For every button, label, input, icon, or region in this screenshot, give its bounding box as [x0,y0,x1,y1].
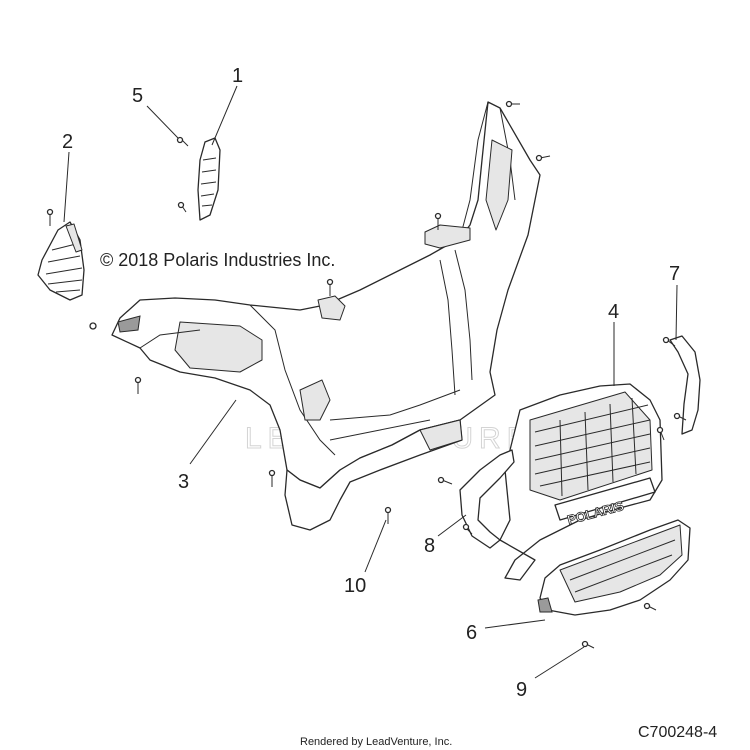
part-3-front-bumper-frame[interactable] [111,101,541,531]
part-2-vent-grille[interactable] [37,221,85,301]
part-6-lower-fascia[interactable] [537,519,691,616]
callout-3: 3 [178,471,189,493]
callout-6: 6 [466,622,477,644]
screw-icon [89,322,97,330]
fasteners [46,100,687,649]
callout-5: 5 [132,85,143,107]
diagram-code: C700248-4 [638,724,717,741]
screw-icon [462,523,473,535]
screw-icon [177,201,187,213]
screw-icon [656,426,665,441]
part-1-side-vent[interactable] [197,137,221,221]
callout-7: 7 [669,263,680,285]
part-7-right-accent-trim[interactable] [669,335,701,435]
screw-icon [581,640,595,649]
screw-icon [662,336,676,347]
callout-1: 1 [232,65,243,87]
callout-2: 2 [62,131,73,153]
callout-labels: 1 5 2 3 4 7 8 10 6 9 [62,65,680,701]
screw-icon [46,208,54,226]
screw-icon [673,412,687,421]
callout-4: 4 [608,301,619,323]
render-credit: Rendered by LeadVenture, Inc. [300,736,452,748]
screw-icon [326,278,334,296]
screw-icon [505,100,520,108]
screw-icon [535,154,551,162]
leader-lines [63,85,678,679]
screw-icon [434,212,442,230]
copyright-notice: © 2018 Polaris Industries Inc. [100,250,335,270]
screw-icon [134,376,142,394]
callout-8: 8 [424,535,435,557]
screw-icon [176,136,189,147]
screw-icon [643,602,657,611]
part-8-left-accent-trim[interactable] [459,449,515,549]
screw-icon [268,469,276,487]
callout-9: 9 [516,679,527,701]
screw-icon [384,506,392,524]
screw-icon [437,476,453,485]
callout-10: 10 [344,575,366,597]
